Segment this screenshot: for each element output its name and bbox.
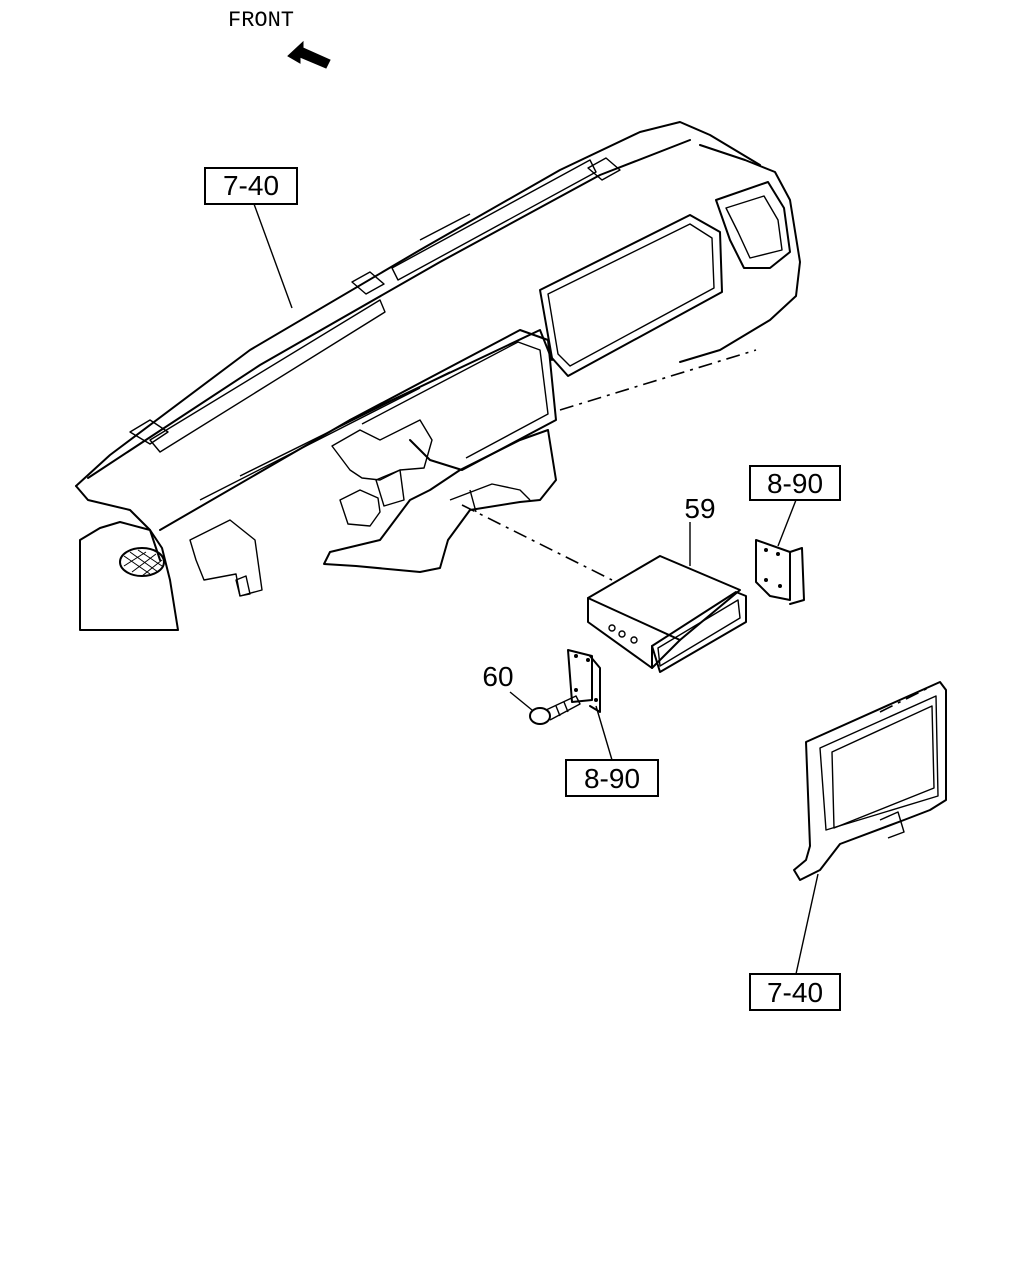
pocket-bracket-left [567,649,601,713]
front-arrow-icon [287,40,331,69]
panel-alignment-line [559,349,757,411]
part-number-60: 60 [482,661,513,692]
callout-lid-ref-label: 7-40 [767,977,823,1008]
callout-lid-ref[interactable]: 7-40 [749,973,841,1011]
callout-dash-ref[interactable]: 7-40 [204,167,298,205]
callout-dash-ref-label: 7-40 [223,170,279,201]
lid-alignment-line [879,685,933,713]
leader-dash [253,203,293,309]
storage-pocket [587,555,747,673]
front-indicator: FRONT [228,8,331,69]
part-number-59: 59 [684,493,715,524]
callout-bracket-ref-top-label: 8-90 [767,468,823,499]
callout-bracket-ref-bottom-label: 8-90 [584,763,640,794]
callout-bracket-ref-top[interactable]: 8-90 [749,465,841,501]
bezel-cover [793,681,947,881]
leader-lid [795,873,819,975]
pocket-install-line [461,504,613,581]
instrument-panel [75,121,801,631]
pocket-bracket-right [755,539,805,605]
front-label: FRONT [228,8,294,33]
screw [529,695,581,725]
leader-bracket-bottom [595,705,613,761]
leader-60 [509,691,533,711]
leader-bracket-top [777,499,797,547]
callout-bracket-ref-bottom[interactable]: 8-90 [565,759,659,797]
